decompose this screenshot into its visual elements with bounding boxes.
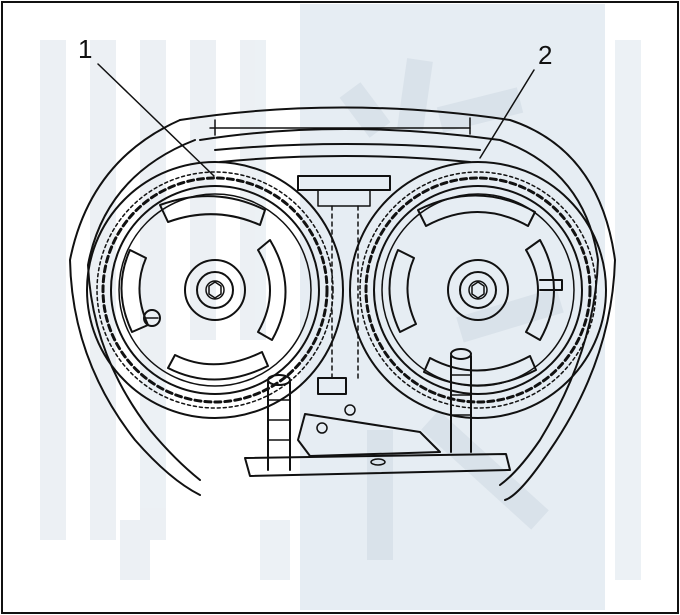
callout-label-1: 1 xyxy=(78,34,92,64)
belt-cover xyxy=(69,106,616,501)
left-camshaft-sprocket xyxy=(101,176,329,404)
leader-line-2 xyxy=(479,69,535,159)
timing-belt xyxy=(86,143,607,419)
belt-tensioner xyxy=(297,175,391,395)
right-camshaft-sprocket xyxy=(364,176,592,404)
leader-line-1 xyxy=(97,63,215,177)
watermark xyxy=(40,4,641,610)
locking-tool xyxy=(244,348,511,477)
callout-label-2: 2 xyxy=(538,40,552,70)
